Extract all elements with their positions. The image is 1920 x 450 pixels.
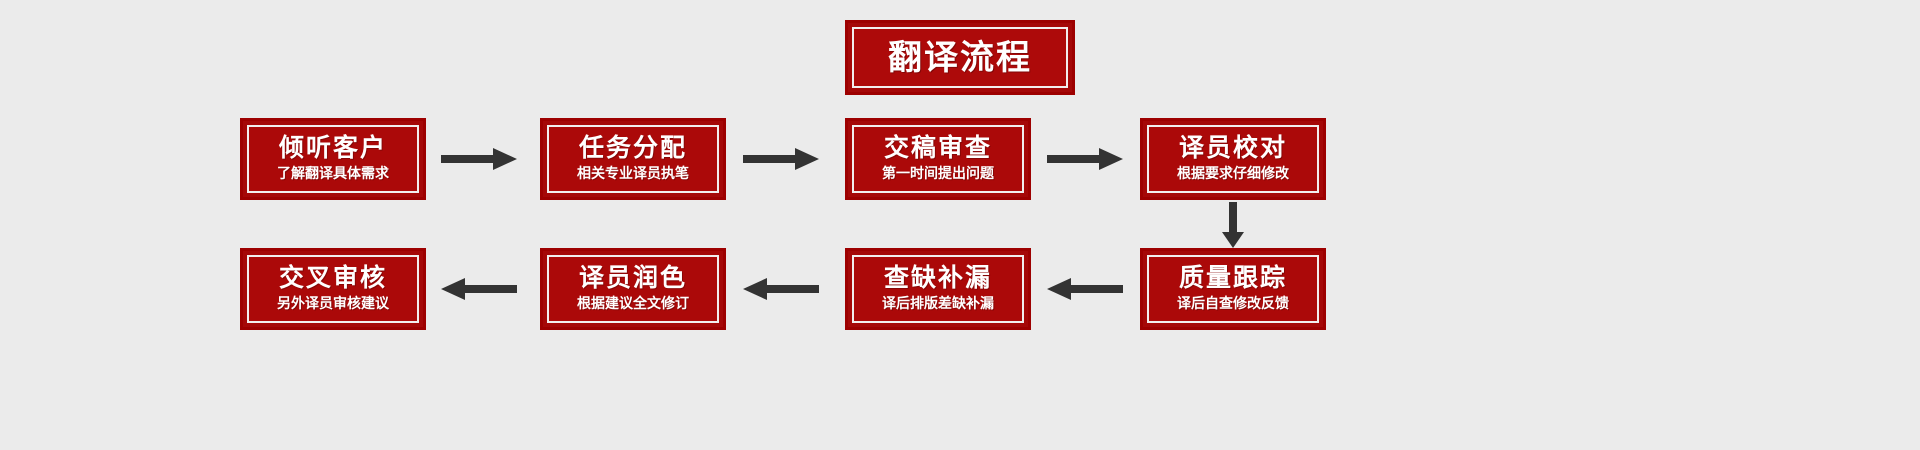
step-subtitle: 根据建议全文修订 bbox=[577, 296, 689, 312]
arrow-left-icon bbox=[441, 276, 517, 302]
flowchart-title-box: 翻译流程 bbox=[845, 20, 1075, 95]
step-title: 任务分配 bbox=[578, 133, 687, 162]
step-title: 倾听客户 bbox=[278, 133, 387, 162]
step-box-inner: 任务分配 相关专业译员执笔 bbox=[547, 125, 719, 193]
step-title: 译员润色 bbox=[578, 263, 687, 292]
step-box-cross-review[interactable]: 交叉审核 另外译员审核建议 bbox=[240, 248, 426, 330]
step-subtitle: 根据要求仔细修改 bbox=[1177, 166, 1289, 182]
step-box-inner: 译员润色 根据建议全文修订 bbox=[547, 255, 719, 323]
step-box-inner: 质量跟踪 译后自查修改反馈 bbox=[1147, 255, 1319, 323]
step-title: 交稿审查 bbox=[883, 133, 992, 162]
step-box-inner: 交稿审查 第一时间提出问题 bbox=[852, 125, 1024, 193]
step-subtitle: 了解翻译具体需求 bbox=[277, 166, 389, 182]
step-box-quality-tracking[interactable]: 质量跟踪 译后自查修改反馈 bbox=[1140, 248, 1326, 330]
step-title: 质量跟踪 bbox=[1178, 263, 1287, 292]
step-box-task-assignment[interactable]: 任务分配 相关专业译员执笔 bbox=[540, 118, 726, 200]
arrow-right-icon bbox=[441, 146, 517, 172]
step-subtitle: 译后排版差缺补漏 bbox=[882, 296, 994, 312]
step-box-listen-to-client[interactable]: 倾听客户 了解翻译具体需求 bbox=[240, 118, 426, 200]
step-box-inner: 查缺补漏 译后排版差缺补漏 bbox=[852, 255, 1024, 323]
arrow-left-icon bbox=[743, 276, 819, 302]
step-title: 交叉审核 bbox=[278, 263, 387, 292]
step-box-submission-review[interactable]: 交稿审查 第一时间提出问题 bbox=[845, 118, 1031, 200]
step-title: 查缺补漏 bbox=[883, 263, 992, 292]
step-subtitle: 另外译员审核建议 bbox=[277, 296, 389, 312]
arrow-right-icon bbox=[1047, 146, 1123, 172]
step-box-inner: 译员校对 根据要求仔细修改 bbox=[1147, 125, 1319, 193]
arrow-down-icon bbox=[1220, 202, 1246, 248]
flowchart-title-inner: 翻译流程 bbox=[852, 27, 1068, 88]
page-title: 翻译流程 bbox=[888, 37, 1032, 78]
step-box-inner: 交叉审核 另外译员审核建议 bbox=[247, 255, 419, 323]
arrow-left-icon bbox=[1047, 276, 1123, 302]
step-subtitle: 第一时间提出问题 bbox=[882, 166, 994, 182]
step-box-gap-filling[interactable]: 查缺补漏 译后排版差缺补漏 bbox=[845, 248, 1031, 330]
step-box-translator-polish[interactable]: 译员润色 根据建议全文修订 bbox=[540, 248, 726, 330]
step-subtitle: 相关专业译员执笔 bbox=[577, 166, 689, 182]
arrow-right-icon bbox=[743, 146, 819, 172]
step-box-translator-proofread[interactable]: 译员校对 根据要求仔细修改 bbox=[1140, 118, 1326, 200]
step-box-inner: 倾听客户 了解翻译具体需求 bbox=[247, 125, 419, 193]
step-title: 译员校对 bbox=[1178, 133, 1287, 162]
step-subtitle: 译后自查修改反馈 bbox=[1177, 296, 1289, 312]
